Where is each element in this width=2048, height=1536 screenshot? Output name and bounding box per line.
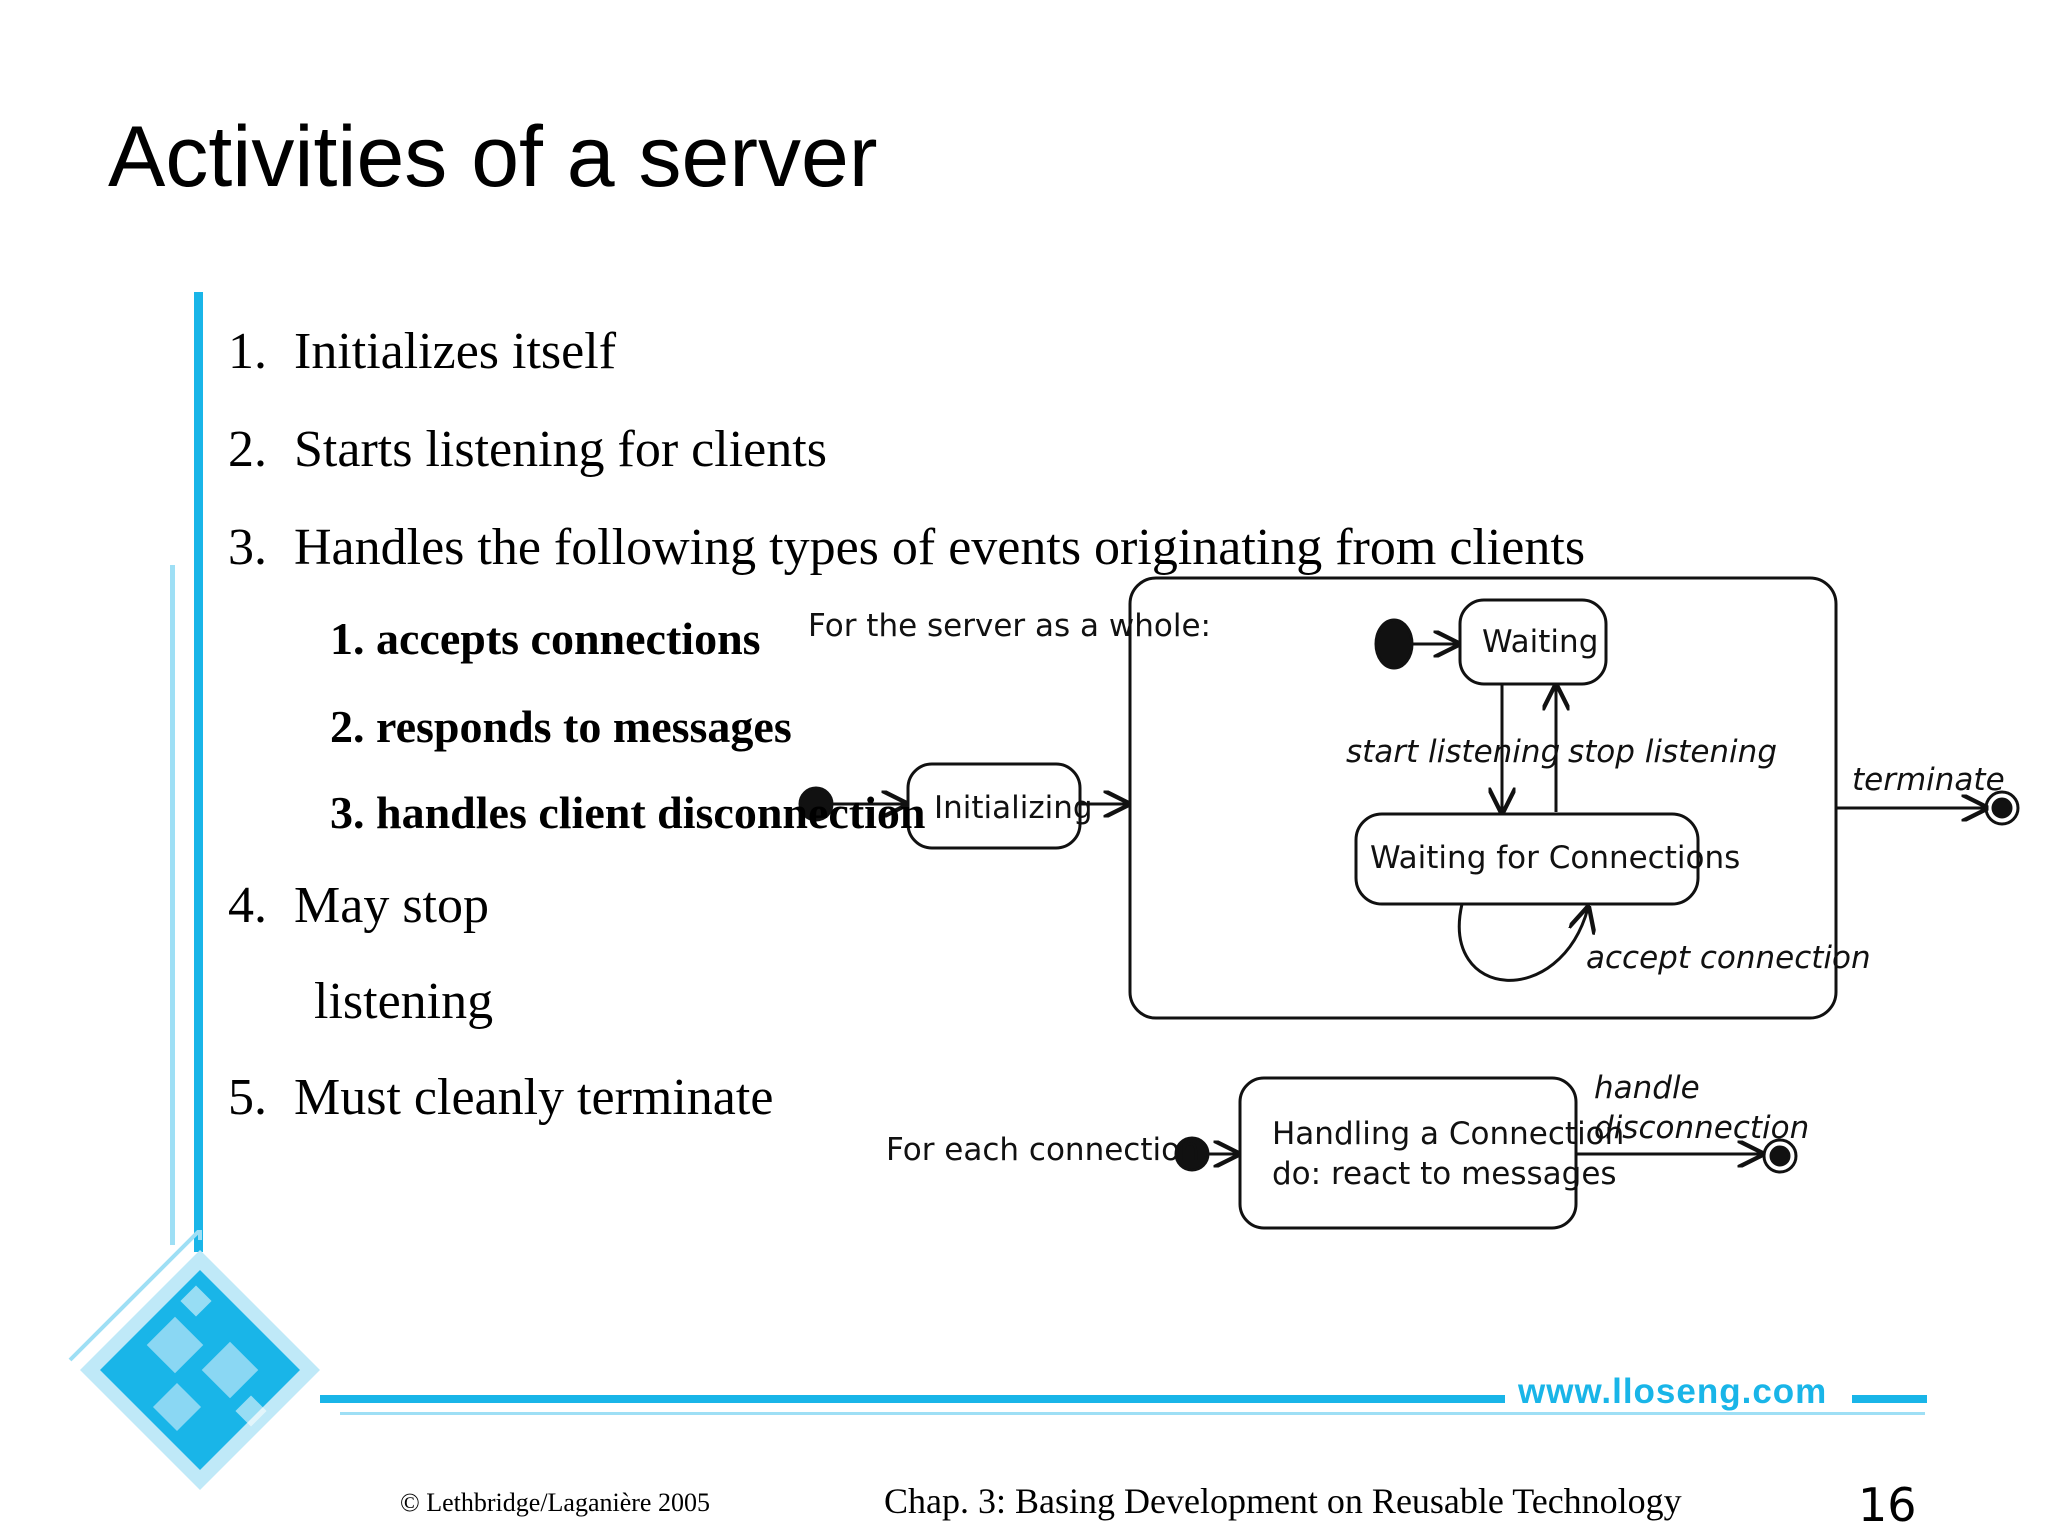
sub-item-1: 1. accepts connections — [330, 613, 761, 664]
accept-connection-label: accept connection — [1586, 940, 1871, 976]
accent-horizontal-thin-bar — [340, 1412, 1925, 1415]
list-item-number: 5. — [228, 1069, 267, 1126]
footer-chapter: Chap. 3: Basing Development on Reusable … — [884, 1481, 1682, 1521]
list-item-text: Initializes itself — [294, 323, 617, 380]
list-item-4-continuation: listening — [314, 973, 494, 1030]
server-state-box — [1128, 576, 1838, 1020]
react-to-messages-label: do: react to messages — [1272, 1156, 1617, 1192]
list-item-5: 5. Must cleanly terminate — [228, 1068, 773, 1127]
server-as-whole-label: For the server as a whole: — [808, 608, 1211, 644]
page-number: 16 — [1858, 1478, 1917, 1532]
list-item-number: 1. — [228, 323, 267, 380]
list-item-text: Starts listening for clients — [294, 421, 827, 478]
list-item-4: 4. May stop — [228, 876, 489, 935]
initializing-state — [906, 762, 1082, 850]
sub-item-2: 2. responds to messages — [330, 701, 792, 752]
list-item-1: 1. Initializes itself — [228, 322, 616, 381]
handle-label: handle — [1594, 1070, 1700, 1106]
list-item-3: 3. Handles the following types of events … — [228, 518, 1585, 577]
accent-vertical-thin-bar — [170, 565, 175, 1245]
list-item-number: 3. — [228, 519, 267, 576]
list-item-number: 4. — [228, 877, 267, 934]
accent-vertical-bar — [194, 292, 203, 1252]
server-final-state — [1984, 790, 2020, 826]
list-item-2: 2. Starts listening for clients — [228, 420, 827, 479]
handling-connection-state — [1238, 1076, 1578, 1230]
initializing-label: Initializing — [934, 790, 1093, 826]
footer-copyright: © Lethbridge/Laganière 2005 — [400, 1488, 710, 1517]
accent-horizontal-bar-right — [1852, 1395, 1927, 1403]
waiting-initial-dot — [1374, 618, 1414, 670]
list-item-text: May stop — [294, 877, 489, 934]
list-item-text: Must cleanly terminate — [294, 1069, 774, 1126]
website-url: www.lloseng.com — [1518, 1372, 1828, 1411]
slide-title: Activities of a server — [108, 109, 878, 205]
waiting-for-connections-label: Waiting for Connections — [1370, 840, 1740, 876]
waiting-state — [1458, 598, 1608, 686]
handling-connection-label: Handling a Connection — [1272, 1116, 1624, 1152]
list-item-text: Handles the following types of events or… — [294, 519, 1586, 576]
waiting-label: Waiting — [1482, 624, 1598, 660]
accent-horizontal-bar — [320, 1395, 1505, 1403]
decorative-logo — [68, 1230, 320, 1490]
start-listening-label: start listening — [1346, 734, 1560, 770]
disconnection-label: disconnection — [1594, 1110, 1809, 1146]
connection-initial-dot — [1174, 1136, 1210, 1172]
waiting-for-connections-state — [1354, 812, 1700, 906]
connection-final-state — [1762, 1138, 1798, 1174]
each-connection-label: For each connection: — [886, 1132, 1210, 1168]
terminate-label: terminate — [1852, 762, 2005, 798]
sub-item-3: 3. handles client disconnection — [330, 787, 926, 838]
stop-listening-label: stop listening — [1568, 734, 1777, 770]
list-item-number: 2. — [228, 421, 267, 478]
